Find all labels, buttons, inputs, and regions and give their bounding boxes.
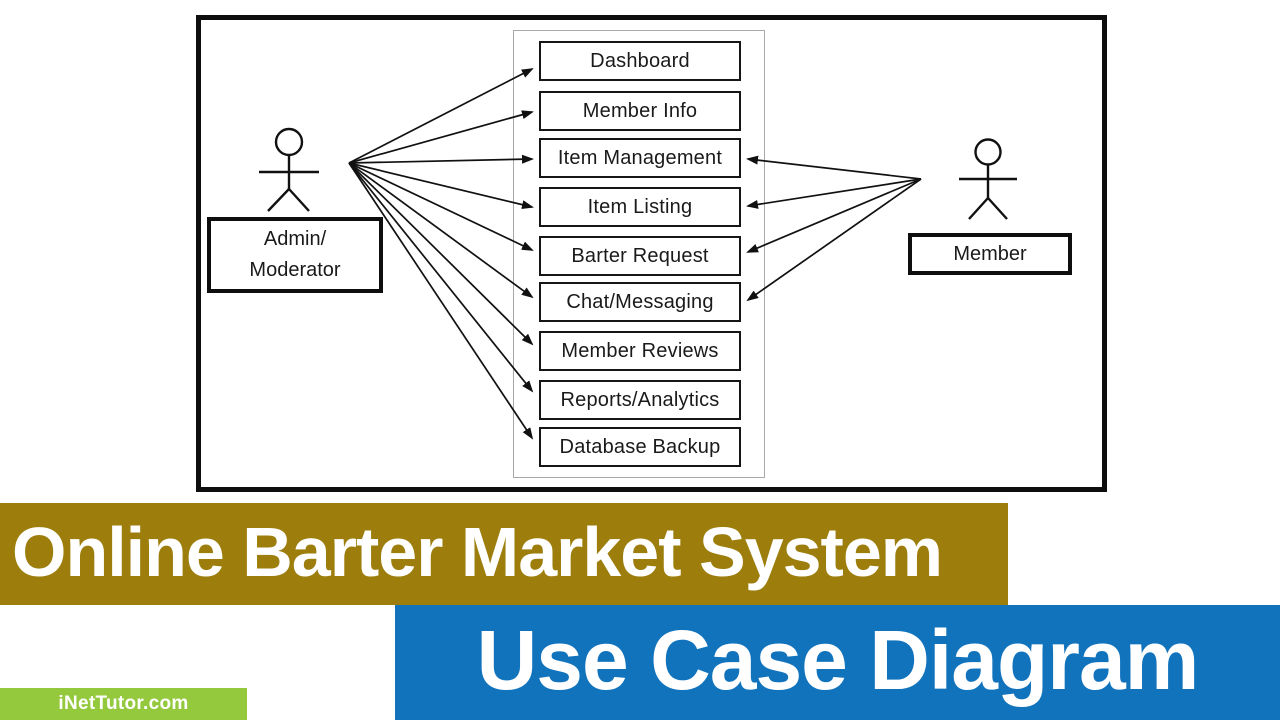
watermark-badge: iNetTutor.com [0, 688, 247, 720]
use-case-box: Barter Request [539, 236, 741, 276]
admin-label-line1: Admin/ [263, 228, 327, 250]
use-case-box: Member Reviews [539, 331, 741, 371]
use-case-box: Item Listing [539, 187, 741, 227]
title-banner: Online Barter Market System [0, 503, 1008, 605]
use-case-box: Chat/Messaging [539, 282, 741, 322]
subtitle-banner: Use Case Diagram [395, 605, 1280, 720]
subtitle-text: Use Case Diagram [476, 612, 1200, 707]
admin-actor-label: Admin/ Moderator [207, 217, 383, 293]
member-actor-label: Member [908, 233, 1072, 275]
use-case-box: Reports/Analytics [539, 380, 741, 420]
member-label-text: Member [953, 242, 1027, 265]
admin-label-line2: Moderator [249, 259, 341, 281]
watermark-text: iNetTutor.com [58, 693, 189, 714]
use-case-box: Dashboard [539, 41, 741, 81]
use-case-box: Database Backup [539, 427, 741, 467]
use-case-box: Item Management [539, 138, 741, 178]
use-case-box: Member Info [539, 91, 741, 131]
title-text: Online Barter Market System [12, 513, 943, 591]
